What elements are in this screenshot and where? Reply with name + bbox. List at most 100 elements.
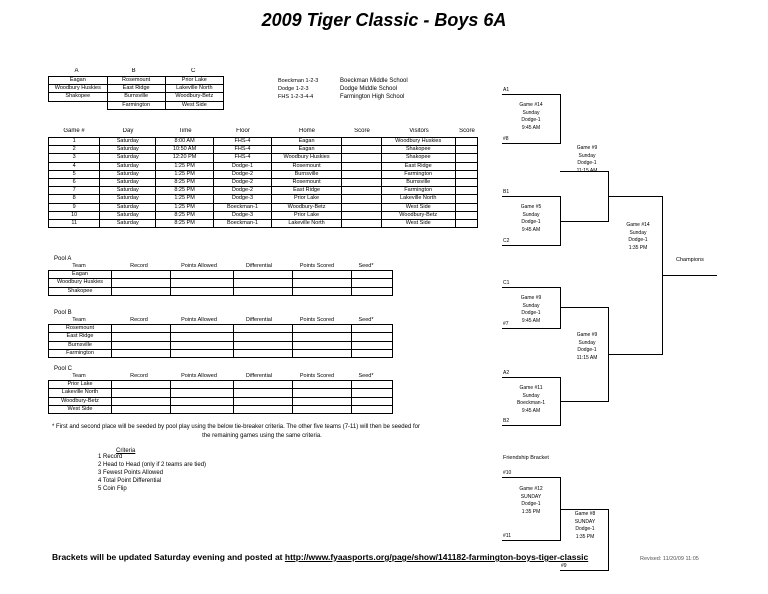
standings-cell bbox=[233, 348, 293, 358]
game-f: Dodge-1 bbox=[521, 117, 541, 123]
schedule-cell: 8:25 PM bbox=[155, 210, 214, 220]
schedule-cell: Woodbury Huskies bbox=[270, 153, 343, 163]
schedule-cell: 1 bbox=[47, 136, 101, 147]
standings-cell bbox=[111, 278, 171, 288]
schedule-cell bbox=[454, 210, 479, 220]
schedule-header-cell: Score bbox=[354, 128, 370, 135]
pool-header: A bbox=[74, 68, 79, 75]
footer-link[interactable]: http://www.fyaasports.org/page/show/1411… bbox=[284, 552, 589, 562]
page-title: 2009 Tiger Classic - Boys 6A bbox=[261, 10, 507, 30]
standings-cell bbox=[111, 396, 171, 406]
pool-cell: Farmington bbox=[106, 100, 166, 110]
schedule-cell: Saturday bbox=[99, 161, 157, 171]
game-f: Dodge-1 bbox=[577, 347, 597, 353]
standings-cell bbox=[233, 286, 293, 296]
game-g: Game #14 bbox=[626, 222, 650, 228]
standings-cell bbox=[292, 404, 352, 414]
standings-cell bbox=[351, 270, 393, 280]
schedule-cell: 8:25 PM bbox=[155, 177, 214, 188]
bracket-line bbox=[502, 245, 560, 246]
game-d: Sunday bbox=[522, 211, 540, 218]
standings-cell: Woodbury Huskies bbox=[48, 278, 112, 288]
bracket-slot: #11 bbox=[503, 533, 511, 539]
schedule-cell bbox=[454, 202, 479, 212]
standings-cell bbox=[170, 340, 234, 350]
schedule-cell: 1:25 PM bbox=[155, 161, 214, 171]
game-d: SUNDAY bbox=[574, 518, 596, 525]
standings-cell bbox=[292, 324, 352, 334]
standings-cell bbox=[351, 278, 393, 288]
standings-cell bbox=[351, 332, 393, 342]
standings-cell bbox=[170, 278, 234, 288]
standings-header: Points Allowed bbox=[181, 317, 217, 324]
schedule-header-cell: Time bbox=[178, 128, 192, 135]
standings-cell bbox=[292, 332, 352, 342]
game-f: Dodge-1 bbox=[521, 501, 541, 507]
seeding-note-line1: * First and second place will be seeded … bbox=[52, 424, 420, 430]
pool-cell: Lakeville North bbox=[164, 84, 225, 94]
location-code: FHS 1-2-3-4-4 bbox=[278, 94, 314, 100]
bracket-slot: #7 bbox=[503, 321, 509, 327]
schedule-cell: Saturday bbox=[99, 153, 157, 163]
standings-cell bbox=[233, 396, 293, 406]
standings-cell bbox=[111, 404, 171, 414]
schedule-cell bbox=[454, 161, 479, 171]
criteria-item: 4 Total Point Differential bbox=[98, 478, 162, 484]
standings-cell bbox=[292, 388, 352, 398]
schedule-cell: Saturday bbox=[99, 218, 157, 229]
game-t: 9:45 AM bbox=[521, 317, 541, 324]
game-g: Game #14 bbox=[519, 102, 543, 108]
bracket-slot: #10 bbox=[503, 470, 512, 476]
schedule-cell bbox=[341, 194, 382, 204]
standings-cell bbox=[351, 324, 393, 334]
schedule-cell: Dodge-2 bbox=[212, 177, 272, 188]
game-g: Game #8 bbox=[574, 511, 596, 517]
bracket-line bbox=[502, 425, 560, 426]
footer-text: Brackets will be updated Saturday evenin… bbox=[52, 552, 285, 562]
bracket-slot: C2 bbox=[503, 238, 510, 244]
standings-cell bbox=[292, 380, 352, 390]
standings-cell bbox=[170, 348, 234, 358]
standings-cell bbox=[233, 278, 293, 288]
standings-cell bbox=[170, 388, 234, 398]
bracket-line bbox=[502, 328, 560, 329]
game-g: Game #11 bbox=[519, 385, 543, 391]
schedule-cell bbox=[341, 153, 382, 163]
schedule-cell: Saturday bbox=[99, 136, 157, 147]
location-name: Boeckman Middle School bbox=[340, 78, 408, 84]
schedule-cell: Lakeville North bbox=[380, 194, 456, 204]
schedule-cell bbox=[454, 194, 479, 204]
bracket-line bbox=[502, 287, 560, 288]
standings-cell bbox=[111, 380, 171, 390]
schedule-cell: FHS-4 bbox=[212, 153, 272, 163]
standings-header: Seed* bbox=[358, 373, 374, 380]
bracket-slot: B2 bbox=[503, 418, 510, 424]
standings-cell bbox=[233, 404, 293, 414]
schedule-cell bbox=[341, 218, 382, 229]
pool-cell: Burnsville bbox=[106, 92, 166, 102]
standings-cell bbox=[292, 348, 352, 358]
standings-cell bbox=[170, 286, 234, 296]
standings-cell: Lakeville North bbox=[48, 388, 112, 398]
standings-cell bbox=[292, 270, 352, 280]
schedule-cell: Dodge-1 bbox=[212, 161, 272, 171]
schedule-header-cell: Score bbox=[459, 128, 475, 135]
pool-cell: West Side bbox=[164, 100, 225, 110]
schedule-cell: Saturday bbox=[99, 145, 157, 155]
bracket-line bbox=[662, 275, 717, 276]
schedule-cell: Prior Lake bbox=[270, 210, 343, 220]
bracket-slot: #8 bbox=[503, 136, 509, 142]
schedule-cell: 1:25 PM bbox=[155, 194, 214, 204]
schedule-cell: 8:00 AM bbox=[155, 136, 214, 147]
standings-cell bbox=[111, 348, 171, 358]
criteria-item: 2 Head to Head (only if 2 teams are tied… bbox=[98, 462, 207, 468]
